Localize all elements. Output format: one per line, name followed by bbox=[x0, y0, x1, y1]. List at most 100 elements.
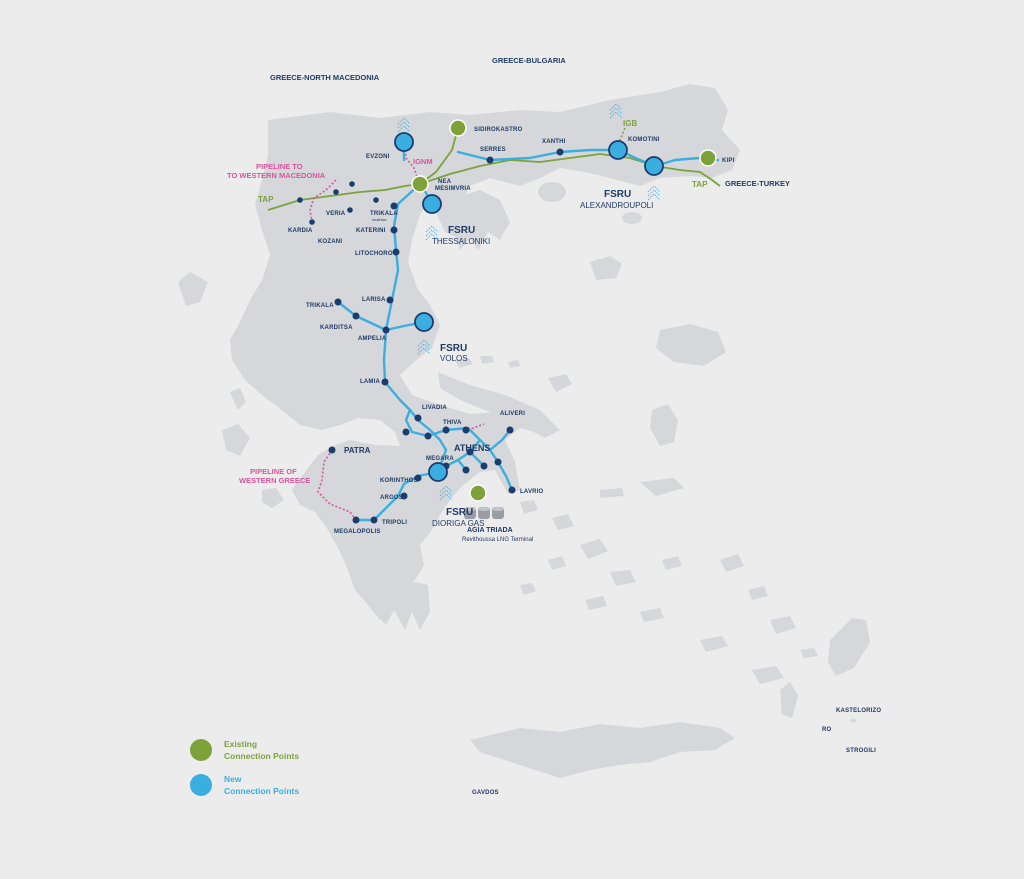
node-megalopolis bbox=[352, 516, 360, 524]
island-skiathos bbox=[455, 356, 520, 368]
athens-network bbox=[436, 426, 514, 492]
node-thiva bbox=[442, 426, 450, 434]
city-labels: EVZONI SIDIROKASTRO SERRES XANTHI KOMOTI… bbox=[288, 127, 881, 796]
igb-pipeline bbox=[617, 127, 626, 151]
node-trikala-im bbox=[373, 197, 379, 203]
island-rhodes bbox=[828, 618, 870, 676]
label-fsru-thessaloniki-title: FSRU bbox=[448, 225, 475, 236]
label-mesimvria: MESIMVRIA bbox=[435, 186, 471, 192]
arrow-up-icon bbox=[439, 485, 453, 501]
island-karpathos bbox=[780, 682, 798, 718]
label-sidirokastro: SIDIROKASTRO bbox=[474, 127, 523, 133]
node-aliveri-w bbox=[462, 426, 470, 434]
label-border-north-macedonia: GREECE-NORTH MACEDONIA bbox=[270, 73, 380, 82]
node-larisa bbox=[386, 296, 394, 304]
label-western-greece-2: WESTERN GREECE bbox=[239, 476, 310, 485]
existing-point-nea-mesimvria bbox=[411, 175, 429, 193]
label-fsru-alexandroupoli-title: FSRU bbox=[604, 189, 631, 200]
western-greece-pipeline bbox=[317, 449, 357, 521]
node-veria-3 bbox=[347, 207, 353, 213]
label-gavdos: GAVDOS bbox=[472, 790, 499, 796]
label-western-greece-1: PIPELINE OF bbox=[250, 467, 297, 476]
label-litochoro: LITOCHORO bbox=[355, 251, 393, 257]
legend-new-line-2: Connection Points bbox=[224, 786, 299, 796]
arrow-up-icon bbox=[609, 103, 623, 119]
label-lavrio: LAVRIO bbox=[520, 489, 544, 495]
node-livadia-w bbox=[402, 428, 410, 436]
mainland-greece bbox=[230, 84, 740, 620]
lng-terminal-icon bbox=[464, 507, 504, 519]
label-fsru-alexandroupoli-name: ALEXANDROUPOLI bbox=[580, 201, 653, 210]
label-revithoussa: Revithoussa LNG Terminal bbox=[462, 537, 533, 543]
label-kardia: KARDIA bbox=[288, 228, 313, 234]
label-katerini: KATERINI bbox=[356, 228, 386, 234]
island-corfu bbox=[178, 272, 208, 306]
island-skyros bbox=[548, 374, 572, 392]
chalkidiki bbox=[455, 190, 510, 250]
label-strogili: STROGILI bbox=[846, 748, 876, 754]
legend-new-line-1: New bbox=[224, 774, 242, 784]
node-trikala bbox=[334, 298, 342, 306]
arrow-up-icon bbox=[647, 185, 661, 201]
node-livadia bbox=[414, 414, 422, 422]
label-trikala: TRIKALA bbox=[306, 303, 334, 309]
new-point-alexandroupoli bbox=[644, 156, 664, 176]
euboea bbox=[438, 372, 560, 438]
node-lavrio bbox=[508, 486, 516, 494]
node-ampelia bbox=[382, 326, 390, 334]
label-igb: IGB bbox=[623, 119, 637, 128]
node-xanthi bbox=[556, 148, 564, 156]
label-patra: PATRA bbox=[344, 446, 371, 455]
label-fsru-volos-title: FSRU bbox=[440, 343, 467, 354]
livadia-loop bbox=[404, 408, 448, 438]
new-point-thessaloniki bbox=[422, 194, 442, 214]
arrow-up-icon bbox=[417, 339, 431, 355]
label-argos: ARGOS bbox=[380, 495, 403, 501]
node-argos bbox=[400, 492, 408, 500]
island-kastelorizo bbox=[850, 718, 857, 723]
island-thasos bbox=[538, 182, 566, 202]
western-macedonia-pipeline bbox=[309, 179, 337, 223]
node-tripoli bbox=[370, 516, 378, 524]
label-karditsa: KARDITSA bbox=[320, 325, 353, 331]
label-veria: VERIA bbox=[326, 211, 346, 217]
dodecanese bbox=[720, 554, 818, 684]
label-trikala-imathia: TRIKALA bbox=[370, 211, 398, 217]
label-aliveri: ALIVERI bbox=[500, 411, 525, 417]
label-western-macedonia-2: TO WESTERN MACEDONIA bbox=[227, 171, 326, 180]
node-athens-3 bbox=[462, 466, 470, 474]
legend-new-swatch bbox=[190, 774, 212, 796]
label-border-turkey: GREECE-TURKEY bbox=[725, 179, 790, 188]
label-ro: RO bbox=[822, 727, 832, 733]
new-point-dioriga bbox=[428, 462, 448, 482]
node-athens-4 bbox=[494, 458, 502, 466]
label-lamia: LAMIA bbox=[360, 379, 380, 385]
label-korinthos: KORINTHOS bbox=[380, 478, 418, 484]
node-athens-2 bbox=[480, 462, 488, 470]
label-ignm: IGNM bbox=[413, 157, 433, 166]
new-point-evzoni bbox=[394, 132, 414, 152]
label-larisa: LARISA bbox=[362, 297, 386, 303]
label-nea: NEA bbox=[438, 179, 452, 185]
cyclades bbox=[520, 500, 728, 652]
legend-existing-line-1: Existing bbox=[224, 739, 257, 749]
sidirokastro-line bbox=[419, 127, 459, 185]
island-samothraki bbox=[622, 212, 642, 224]
node-athens-1 bbox=[466, 448, 474, 456]
label-kozani: KOZANI bbox=[318, 239, 342, 245]
new-point-volos bbox=[414, 312, 434, 332]
island-kefalonia bbox=[222, 424, 250, 456]
label-agia-triada: AGIA TRIADA bbox=[467, 527, 513, 534]
island-samos bbox=[600, 478, 684, 498]
island-chios bbox=[650, 404, 678, 446]
peloponnese-south bbox=[360, 580, 430, 630]
label-komotini: KOMOTINI bbox=[628, 137, 660, 143]
label-evzoni: EVZONI bbox=[366, 154, 390, 160]
node-lamia bbox=[381, 378, 389, 386]
label-tap-west: TAP bbox=[258, 195, 274, 204]
label-kastelorizo: KASTELORIZO bbox=[836, 708, 881, 714]
label-thiva: THIVA bbox=[443, 420, 462, 426]
arrow-up-icon bbox=[397, 117, 411, 133]
